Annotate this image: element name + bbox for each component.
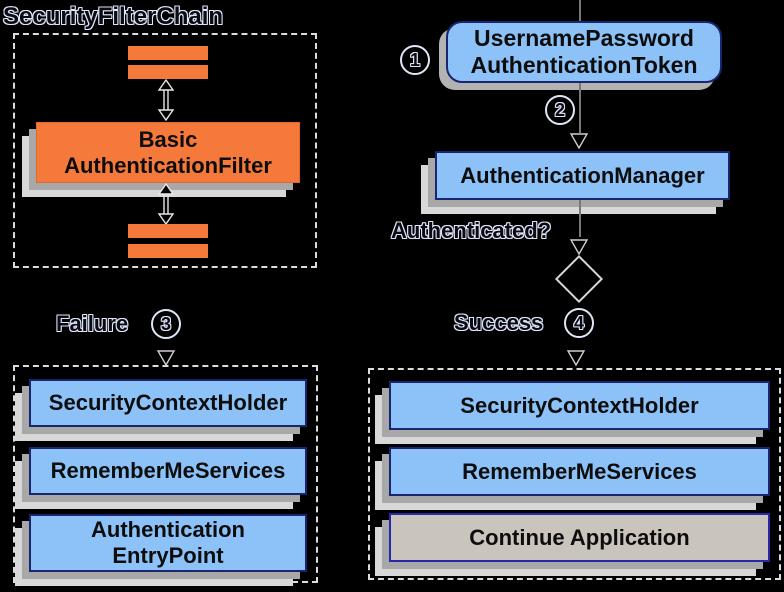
manager-to-decision-line — [579, 200, 581, 237]
step-1-badge: 1 — [400, 45, 430, 75]
double-arrow-icon — [157, 79, 175, 121]
continue-application-label: Continue Application — [469, 524, 690, 550]
token-to-manager-line — [579, 83, 581, 133]
filter-bar — [128, 244, 208, 258]
filter-bar — [128, 46, 208, 60]
filter-bar — [128, 224, 208, 238]
failure-arrowhead-icon — [156, 350, 176, 366]
step-1-number: 1 — [409, 49, 420, 70]
token-label-line2: AuthenticationToken — [470, 52, 698, 78]
basic-authentication-filter-label-line1: Basic — [138, 126, 198, 152]
step-2-badge: 2 — [545, 95, 575, 125]
username-password-authentication-token-box: UsernamePassword AuthenticationToken — [446, 21, 722, 83]
failure-security-context-holder-label: SecurityContextHolder — [48, 390, 288, 416]
basic-authentication-filter-label-line2: AuthenticationFilter — [64, 152, 272, 178]
step-3-badge: 3 — [151, 309, 181, 339]
decision-diamond — [554, 254, 604, 304]
failure-remember-me-services-box: RememberMeServices — [29, 447, 307, 495]
success-security-context-holder-box: SecurityContextHolder — [389, 381, 770, 430]
failure-remember-me-services-label: RememberMeServices — [50, 458, 286, 484]
success-arrowhead-icon — [566, 350, 586, 366]
success-label: Success — [454, 310, 544, 335]
incoming-connector-line — [579, 0, 581, 21]
filter-bar — [128, 65, 208, 79]
authentication-manager-box: AuthenticationManager — [435, 151, 730, 200]
token-label-line1: UsernamePassword — [474, 24, 694, 51]
success-remember-me-services-label: RememberMeServices — [462, 458, 697, 484]
basic-authentication-filter-box: Basic AuthenticationFilter — [36, 122, 300, 183]
step-4-number: 4 — [573, 312, 584, 333]
double-arrow-icon — [157, 183, 175, 225]
continue-application-box: Continue Application — [389, 513, 770, 562]
authentication-entry-point-box: Authentication EntryPoint — [29, 514, 307, 572]
step-2-number: 2 — [554, 99, 565, 120]
authentication-entry-point-label-line2: EntryPoint — [112, 543, 224, 568]
arrowhead-down-icon — [569, 133, 589, 149]
success-branch-container — [368, 368, 781, 580]
failure-branch-container — [13, 365, 318, 583]
authentication-entry-point-label-line1: Authentication — [91, 517, 245, 543]
step-3-number: 3 — [160, 313, 171, 334]
authenticated-label: Authenticated? — [391, 218, 552, 243]
success-security-context-holder-label: SecurityContextHolder — [460, 392, 699, 418]
security-filter-chain-container — [13, 33, 317, 268]
success-remember-me-services-box: RememberMeServices — [389, 447, 770, 496]
page-title: SecurityFilterChain — [3, 3, 224, 30]
failure-security-context-holder-box: SecurityContextHolder — [29, 379, 307, 427]
failure-label: Failure — [56, 311, 129, 336]
authentication-manager-label: AuthenticationManager — [460, 162, 705, 188]
step-4-badge: 4 — [564, 308, 594, 338]
arrowhead-down-icon — [569, 239, 589, 255]
